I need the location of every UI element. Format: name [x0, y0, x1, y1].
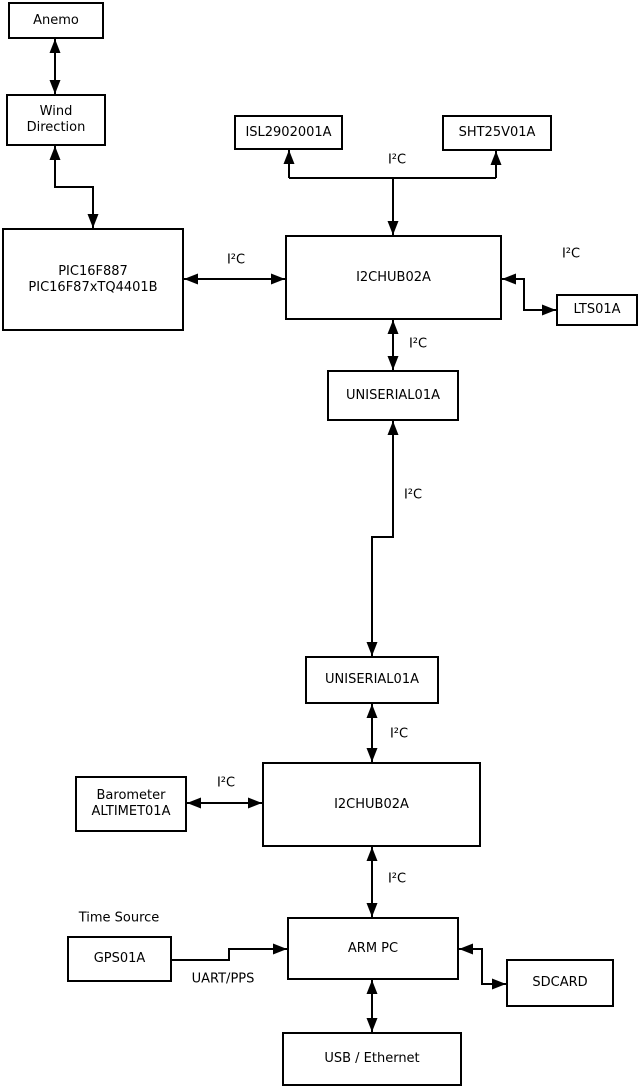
label-i2c-pic-hub: I²C [225, 252, 247, 268]
node-i2chub-top-label: I2CHUB02A [356, 269, 431, 285]
label-uart-pps: UART/PPS [190, 971, 256, 987]
node-i2chub-bottom: I2CHUB02A [262, 762, 481, 847]
node-pic: PIC16F887 PIC16F87xTQ4401B [2, 228, 184, 331]
node-armpc: ARM PC [287, 917, 459, 980]
node-sdcard: SDCARD [506, 959, 614, 1007]
node-pic-label: PIC16F887 PIC16F87xTQ4401B [28, 263, 158, 295]
node-sdcard-label: SDCARD [532, 975, 588, 991]
node-isl: ISL2902001A [234, 115, 343, 150]
label-time-source: Time Source [77, 910, 161, 926]
node-gps: GPS01A [67, 936, 172, 982]
label-i2c-uniserial-hub2: I²C [388, 726, 410, 742]
connector-i2chub-top-sensors-tee [283, 150, 502, 235]
node-usb-ethernet-label: USB / Ethernet [324, 1051, 420, 1067]
connector-barometer-i2chub-bottom [187, 797, 262, 809]
node-lts: LTS01A [556, 294, 638, 326]
node-i2chub-top: I2CHUB02A [285, 235, 502, 320]
node-uniserial-bottom-label: UNISERIAL01A [325, 672, 419, 688]
connector-gps-armpc [172, 943, 287, 961]
node-usb-ethernet: USB / Ethernet [282, 1032, 462, 1086]
connector-uniserial-top-uniserial-bottom [366, 421, 399, 656]
connector-anemo-wind-direction [49, 39, 61, 94]
connector-armpc-usb-ethernet [366, 980, 378, 1032]
label-i2c-uniserial-link: I²C [402, 487, 424, 503]
node-armpc-label: ARM PC [347, 940, 399, 956]
node-sht-label: SHT25V01A [458, 125, 536, 141]
node-wind-direction-label: Wind Direction [26, 104, 86, 135]
node-anemo-label: Anemo [33, 12, 79, 28]
connector-armpc-sdcard [459, 943, 506, 990]
node-gps-label: GPS01A [93, 951, 146, 967]
node-barometer: Barometer ALTIMET01A [75, 776, 187, 832]
label-i2c-lts: I²C [560, 246, 582, 262]
node-barometer-label: Barometer ALTIMET01A [91, 788, 171, 819]
node-uniserial-top-label: UNISERIAL01A [346, 387, 440, 403]
node-wind-direction: Wind Direction [6, 94, 106, 146]
node-uniserial-bottom: UNISERIAL01A [305, 656, 439, 704]
node-anemo: Anemo [8, 2, 104, 39]
connector-i2chub-bottom-armpc [366, 847, 378, 917]
node-isl-label: ISL2902001A [245, 124, 332, 140]
connector-pic-i2chub-top [184, 273, 285, 285]
label-i2c-sensors: I²C [386, 152, 408, 168]
connector-i2chub-top-uniserial-top [387, 320, 399, 370]
connector-uniserial-bottom-i2chub-bottom [366, 704, 378, 762]
label-i2c-barometer: I²C [215, 775, 237, 791]
label-i2c-hub2-armpc: I²C [386, 871, 408, 887]
node-i2chub-bottom-label: I2CHUB02A [334, 796, 409, 812]
connector-i2chub-top-lts [502, 273, 556, 316]
node-sht: SHT25V01A [442, 115, 552, 151]
node-lts-label: LTS01A [573, 302, 621, 318]
label-i2c-hub-uniserial: I²C [407, 336, 429, 352]
node-uniserial-top: UNISERIAL01A [327, 370, 459, 421]
connector-wind-direction-pic [49, 146, 99, 228]
